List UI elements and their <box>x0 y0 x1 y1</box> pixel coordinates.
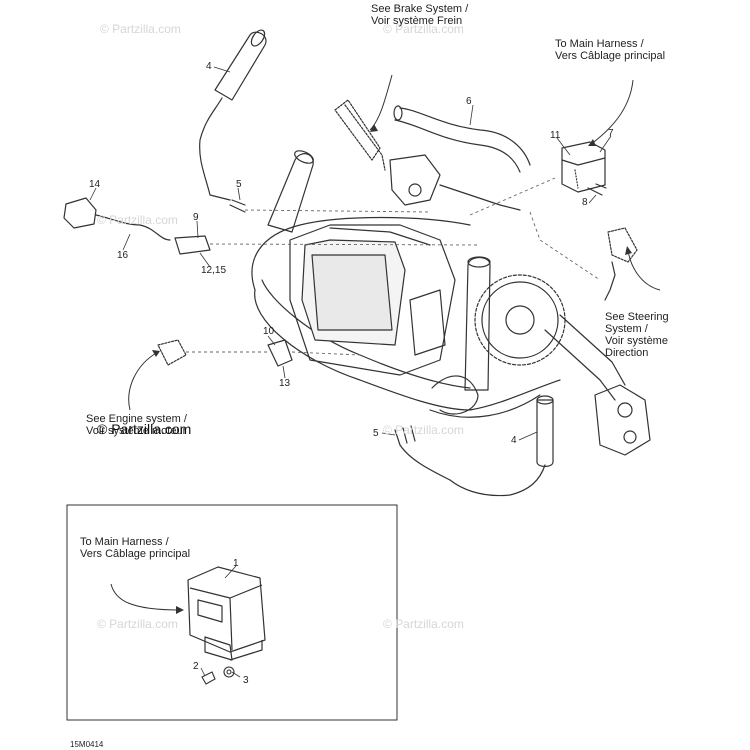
part-number: 6 <box>466 96 472 107</box>
callout-line: Vers Câblage principal <box>555 50 666 62</box>
handlebar-frame <box>254 289 561 411</box>
callout-line: Vers Câblage principal <box>80 548 191 560</box>
engine-connector <box>157 339 187 366</box>
callout-line: Voir système Frein <box>371 15 463 27</box>
callout-line: System / <box>605 323 648 335</box>
callout-line: To Main Harness / <box>80 536 169 548</box>
callout-line: To Main Harness / <box>555 38 644 50</box>
watermark-text: © Partzilla.com <box>383 617 464 631</box>
brake-master <box>389 154 441 206</box>
part-number: 11 <box>550 130 561 141</box>
part-number: 3 <box>243 675 249 686</box>
module-7 <box>561 141 606 193</box>
part-number: 16 <box>117 250 129 261</box>
inset-box <box>66 504 398 721</box>
connector-12-15 <box>174 235 211 255</box>
callout-line: Direction <box>605 347 649 359</box>
right-bar-end <box>594 384 651 456</box>
grip-heater-4 <box>214 31 267 101</box>
diagram-code: 15M0414 <box>70 740 104 749</box>
main-harness-callout: To Main Harness / Vers Câblage principal <box>555 38 665 62</box>
brake-callout: See Brake System / Voir système Frein <box>371 3 468 27</box>
watermark-text: © Partzilla.com <box>97 617 178 631</box>
part-number: 10 <box>263 326 275 337</box>
part-number: 7 <box>608 128 614 139</box>
screw-2 <box>201 671 216 685</box>
right-grip <box>464 256 491 391</box>
module-1 <box>187 566 266 653</box>
watermark-text: © Partzilla.com <box>383 423 464 437</box>
instrument-housing <box>289 224 456 376</box>
part-number: 14 <box>89 179 101 190</box>
inset-harness-callout: To Main Harness / Vers Câblage principal <box>80 536 190 560</box>
part-number: 2 <box>193 661 199 672</box>
left-grip <box>267 153 314 233</box>
watermark-text: © Partzilla.com <box>383 22 464 36</box>
watermark-text: © Partzilla.com <box>97 421 192 437</box>
part-number: 13 <box>279 378 291 389</box>
grip-heater-4b <box>536 399 554 468</box>
part-number: 5 <box>236 179 242 190</box>
part-number: 4 <box>206 61 212 72</box>
callout-line: See Steering <box>605 311 669 323</box>
nut-3 <box>223 666 235 678</box>
brake-cable <box>334 99 381 161</box>
watermark-text: © Partzilla.com <box>100 22 181 36</box>
hose <box>399 107 531 166</box>
part-number: 4 <box>511 435 517 446</box>
part-number: 8 <box>582 197 588 208</box>
part-number: 12,15 <box>201 265 227 276</box>
callout-line: See Brake System / <box>371 3 469 15</box>
part-number: 1 <box>233 558 239 569</box>
watermark-text: © Partzilla.com <box>97 213 178 227</box>
engine-callout: See Engine system / Voir système moteur <box>86 413 187 437</box>
steering-connector <box>607 227 638 263</box>
sprocket <box>474 274 566 366</box>
switch-10 <box>267 339 293 367</box>
part-number: 5 <box>373 428 379 439</box>
steering-callout: See Steering System / Voir système Direc… <box>605 311 669 359</box>
callout-line: Voir système moteur <box>86 425 187 437</box>
connector-14 <box>63 197 97 229</box>
callout-line: See Engine system / <box>86 413 187 425</box>
callout-line: Voir système <box>605 335 668 347</box>
part-number: 9 <box>193 212 199 223</box>
